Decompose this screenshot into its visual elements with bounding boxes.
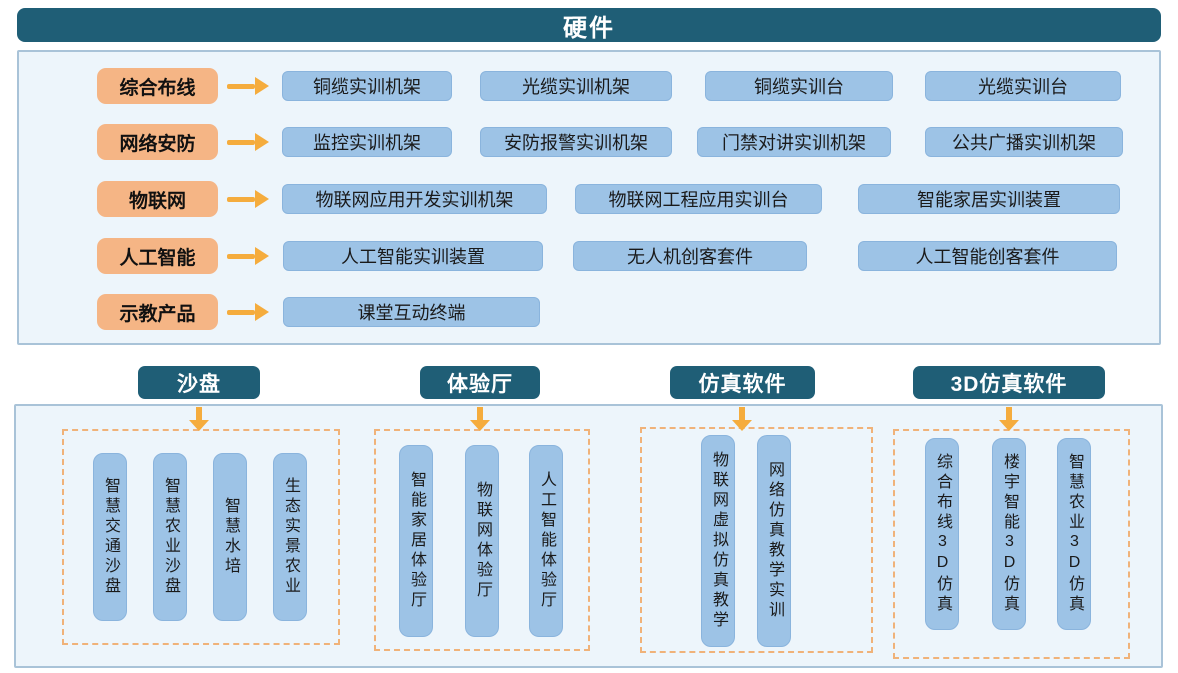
category-label-ai: 人工智能 xyxy=(97,238,218,274)
product-item: 智能家居实训装置 xyxy=(858,184,1120,214)
product-item: 无人机创客套件 xyxy=(573,241,807,271)
group-title-simulation: 仿真软件 xyxy=(670,366,815,399)
product-item: 监控实训机架 xyxy=(282,127,452,157)
down-arrow-icon xyxy=(998,407,1020,431)
group-box-simulation xyxy=(640,427,873,653)
group-title-sandbox: 沙盘 xyxy=(138,366,260,399)
product-item: 安防报警实训机架 xyxy=(480,127,672,157)
software-item: 智慧农业沙盘 xyxy=(153,453,187,621)
product-item: 物联网应用开发实训机架 xyxy=(282,184,547,214)
category-label-teaching: 示教产品 xyxy=(97,294,218,330)
product-item: 公共广播实训机架 xyxy=(925,127,1123,157)
software-item: 智慧水培 xyxy=(213,453,247,621)
software-item: 物联网虚拟仿真教学 xyxy=(701,435,735,647)
software-item: 楼宇智能3D仿真 xyxy=(992,438,1026,630)
software-item: 综合布线3D仿真 xyxy=(925,438,959,630)
right-arrow-icon xyxy=(227,77,271,95)
right-arrow-icon xyxy=(227,190,271,208)
group-title-3d-simulation: 3D仿真软件 xyxy=(913,366,1105,399)
software-item: 生态实景农业 xyxy=(273,453,307,621)
product-item: 门禁对讲实训机架 xyxy=(697,127,891,157)
product-item: 物联网工程应用实训台 xyxy=(575,184,822,214)
software-item: 人工智能体验厅 xyxy=(529,445,563,637)
software-item: 智能家居体验厅 xyxy=(399,445,433,637)
hardware-section-title: 硬件 xyxy=(17,8,1161,42)
category-label-security: 网络安防 xyxy=(97,124,218,160)
product-item: 光缆实训台 xyxy=(925,71,1121,101)
product-item: 铜缆实训台 xyxy=(705,71,893,101)
category-label-iot: 物联网 xyxy=(97,181,218,217)
group-title-experience-hall: 体验厅 xyxy=(420,366,540,399)
category-label-cabling: 综合布线 xyxy=(97,68,218,104)
product-item: 铜缆实训机架 xyxy=(282,71,452,101)
right-arrow-icon xyxy=(227,247,271,265)
software-item: 智慧农业3D仿真 xyxy=(1057,438,1091,630)
product-item: 光缆实训机架 xyxy=(480,71,672,101)
software-item: 网络仿真教学实训 xyxy=(757,435,791,647)
down-arrow-icon xyxy=(469,407,491,431)
software-item: 智慧交通沙盘 xyxy=(93,453,127,621)
product-item: 人工智能创客套件 xyxy=(858,241,1117,271)
down-arrow-icon xyxy=(731,407,753,431)
right-arrow-icon xyxy=(227,303,271,321)
product-item: 课堂互动终端 xyxy=(283,297,540,327)
software-item: 物联网体验厅 xyxy=(465,445,499,637)
down-arrow-icon xyxy=(188,407,210,431)
right-arrow-icon xyxy=(227,133,271,151)
product-item: 人工智能实训装置 xyxy=(283,241,543,271)
